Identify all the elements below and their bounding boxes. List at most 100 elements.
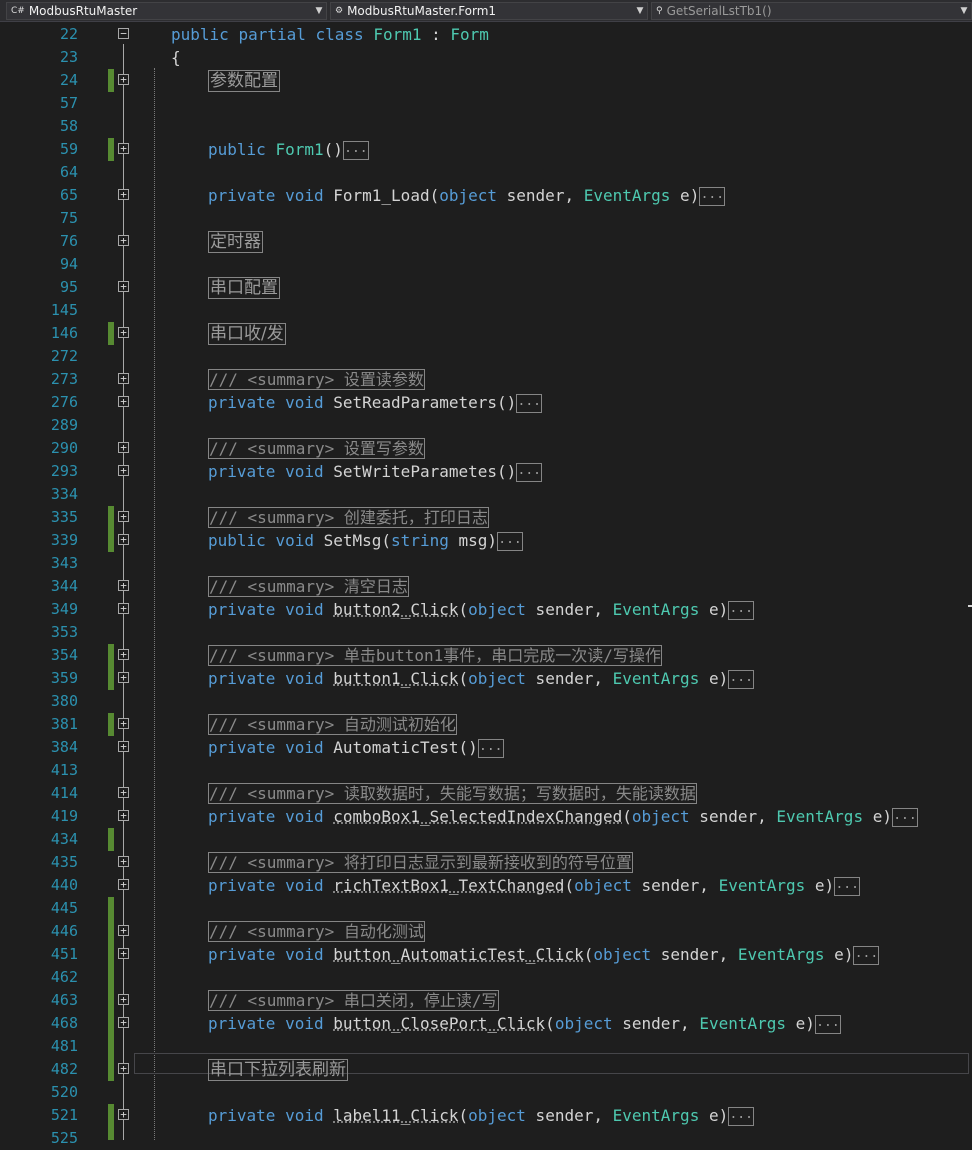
- collapsed-body[interactable]: ...: [342, 141, 369, 160]
- expand-icon[interactable]: +: [118, 787, 129, 798]
- summary-tag: /// <summary>: [209, 922, 344, 941]
- line-number: 94: [59, 255, 78, 273]
- code-line: 440 + private void richTextBox1_TextChan…: [0, 874, 972, 897]
- class-dropdown[interactable]: ⚙ ModbusRtuMaster.Form1 ▼: [330, 2, 648, 20]
- expand-icon[interactable]: +: [118, 948, 129, 959]
- expand-icon[interactable]: +: [118, 74, 129, 85]
- code-line: 146 + 串口收/发: [0, 322, 972, 345]
- collapsed-body[interactable]: ...: [834, 877, 861, 896]
- code-line: 349 + private void button2_Click(object …: [0, 598, 972, 621]
- collapsed-summary[interactable]: /// <summary> 清空日志: [208, 576, 409, 597]
- expand-icon[interactable]: +: [118, 235, 129, 246]
- expand-icon[interactable]: +: [118, 465, 129, 476]
- summary-tag: /// <summary>: [209, 370, 344, 389]
- expand-icon[interactable]: +: [118, 327, 129, 338]
- keyword: object: [468, 669, 526, 688]
- expand-icon[interactable]: +: [118, 741, 129, 752]
- expand-icon[interactable]: +: [118, 1109, 129, 1120]
- expand-icon[interactable]: +: [118, 994, 129, 1005]
- collapsed-region[interactable]: 串口收/发: [208, 323, 286, 345]
- class-name: ModbusRtuMaster.Form1: [347, 4, 497, 18]
- expand-icon[interactable]: +: [118, 511, 129, 522]
- code-line: 521 + private void label11_Click(object …: [0, 1104, 972, 1127]
- line-number: 354: [50, 646, 78, 664]
- collapsed-body[interactable]: ...: [516, 463, 543, 482]
- expand-icon[interactable]: +: [118, 603, 129, 614]
- change-marker: [108, 69, 114, 92]
- keyword: private: [208, 186, 276, 205]
- param: sender,: [525, 1106, 613, 1125]
- collapsed-summary[interactable]: /// <summary> 自动化测试: [208, 921, 425, 942]
- method-button1-click: private void button1_Click(object sender…: [208, 669, 755, 689]
- collapsed-region[interactable]: 串口下拉列表刷新: [208, 1059, 348, 1081]
- collapsed-body[interactable]: ...: [891, 808, 918, 827]
- expand-icon[interactable]: +: [118, 649, 129, 660]
- expand-icon[interactable]: +: [118, 143, 129, 154]
- expand-icon[interactable]: +: [118, 879, 129, 890]
- summary-text: 单击button1事件，串口完成一次读/写操作: [343, 646, 661, 665]
- collapsed-summary[interactable]: /// <summary> 读取数据时，失能写数据；写数据时，失能读数据: [208, 783, 697, 804]
- line-number: 381: [50, 715, 78, 733]
- code-line: 339 + public void SetMsg(string msg)...: [0, 529, 972, 552]
- expand-icon[interactable]: +: [118, 810, 129, 821]
- collapsed-summary[interactable]: /// <summary> 设置读参数: [208, 369, 425, 390]
- summary-text: 自动测试初始化: [343, 715, 456, 734]
- expand-icon[interactable]: +: [118, 856, 129, 867]
- collapsed-summary[interactable]: /// <summary> 自动测试初始化: [208, 714, 457, 735]
- code-line: 445: [0, 897, 972, 920]
- expand-icon[interactable]: +: [118, 281, 129, 292]
- expand-icon[interactable]: +: [118, 396, 129, 407]
- member-dropdown[interactable]: ⚲ GetSerialLstTb1() ▼: [651, 2, 972, 20]
- expand-icon[interactable]: +: [118, 373, 129, 384]
- line-number: 293: [50, 462, 78, 480]
- expand-icon[interactable]: +: [118, 1063, 129, 1074]
- collapsed-summary[interactable]: /// <summary> 串口关闭，停止读/写: [208, 990, 499, 1011]
- code-line: 22 − public partial class Form1 : Form: [0, 23, 972, 46]
- fold-tree-line: [123, 44, 124, 1140]
- code-editor[interactable]: 22 − public partial class Form1 : Form 2…: [0, 22, 972, 1147]
- expand-icon[interactable]: +: [118, 580, 129, 591]
- collapsed-body[interactable]: ...: [814, 1015, 841, 1034]
- keyword: private: [208, 738, 276, 757]
- method-set-write: private void SetWriteParametes()...: [208, 460, 543, 483]
- collapsed-region[interactable]: 参数配置: [208, 70, 280, 92]
- code-line: 64: [0, 161, 972, 184]
- chevron-down-icon: ▼: [315, 6, 323, 16]
- expand-icon[interactable]: +: [118, 925, 129, 936]
- collapsed-body[interactable]: ...: [477, 739, 504, 758]
- collapsed-body[interactable]: ...: [497, 532, 524, 551]
- expand-icon[interactable]: +: [118, 672, 129, 683]
- expand-icon[interactable]: +: [118, 718, 129, 729]
- method-name: SetWriteParametes: [333, 462, 498, 481]
- collapsed-body[interactable]: ...: [853, 946, 880, 965]
- expand-icon[interactable]: +: [118, 189, 129, 200]
- collapsed-body[interactable]: ...: [699, 187, 726, 206]
- param: sender,: [525, 600, 613, 619]
- class-name: Form1: [373, 25, 422, 44]
- line-number: 22: [59, 25, 78, 43]
- collapsed-summary[interactable]: /// <summary> 将打印日志显示到最新接收到的符号位置: [208, 852, 633, 873]
- collapsed-summary[interactable]: /// <summary> 创建委托，打印日志: [208, 507, 489, 528]
- line-number: 344: [50, 577, 78, 595]
- collapse-icon[interactable]: −: [118, 28, 129, 39]
- parens: (): [497, 462, 517, 481]
- collapsed-region[interactable]: 定时器: [208, 231, 263, 253]
- collapsed-summary[interactable]: /// <summary> 单击button1事件，串口完成一次读/写操作: [208, 645, 662, 666]
- collapsed-body[interactable]: ...: [516, 394, 543, 413]
- line-number: 24: [59, 71, 78, 89]
- keyword: class: [315, 25, 364, 44]
- collapsed-body[interactable]: ...: [728, 601, 755, 620]
- collapsed-body[interactable]: ...: [728, 1107, 755, 1126]
- collapsed-summary[interactable]: /// <summary> 设置写参数: [208, 438, 425, 459]
- collapsed-region[interactable]: 串口配置: [208, 277, 280, 299]
- project-dropdown[interactable]: C# ModbusRtuMaster ▼: [6, 2, 327, 20]
- collapsed-body[interactable]: ...: [728, 670, 755, 689]
- method-name: button_ClosePort_Click: [333, 1014, 546, 1033]
- expand-icon[interactable]: +: [118, 534, 129, 545]
- keyword: public: [208, 531, 266, 550]
- keyword: public: [208, 140, 266, 159]
- expand-icon[interactable]: +: [118, 1017, 129, 1028]
- line-number: 95: [59, 278, 78, 296]
- expand-icon[interactable]: +: [118, 442, 129, 453]
- code-line: 57: [0, 92, 972, 115]
